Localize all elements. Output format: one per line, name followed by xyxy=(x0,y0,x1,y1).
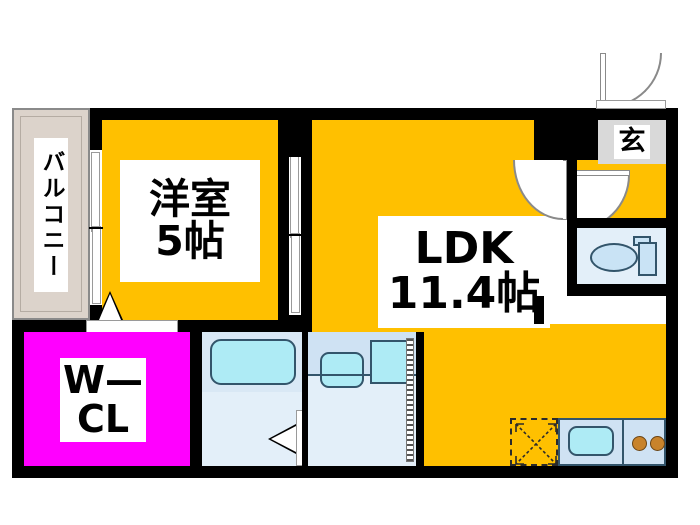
vanity-sink xyxy=(320,352,364,388)
wall-bottom xyxy=(12,466,678,478)
bath-door-marker xyxy=(271,426,296,452)
entrance-label: 玄 xyxy=(614,125,650,159)
wall-wcl-right xyxy=(190,332,202,466)
wall-left-lower xyxy=(12,320,24,478)
bedroom-sliding-door[interactable] xyxy=(288,155,302,315)
wcl-label-line2: CL xyxy=(76,397,130,441)
burner-right-icon xyxy=(650,436,665,451)
bedroom-label-line1: 洋室 xyxy=(149,175,231,224)
ldk-label-line1: LDK xyxy=(414,223,514,275)
bedroom-label-line2: 5帖 xyxy=(155,217,225,265)
wall-entrance-left xyxy=(534,108,598,160)
bedroom-label: 洋室 5帖 xyxy=(120,160,260,282)
entrance-label-text: 玄 xyxy=(618,126,646,158)
wall-toilet-top xyxy=(567,218,666,228)
wall-hall-ldk-vertical xyxy=(567,160,577,220)
wall-top xyxy=(90,108,678,120)
wall-toilet-bottom xyxy=(567,284,666,296)
wcl-label-line1: W— xyxy=(63,358,143,403)
wall-right xyxy=(666,108,678,478)
vanity-counter-line xyxy=(308,374,416,376)
burner-left-icon xyxy=(632,436,647,451)
wall-toilet-left xyxy=(567,228,577,284)
gas-stove xyxy=(622,418,666,466)
balcony-sliding-door[interactable] xyxy=(89,150,103,305)
toilet-tank xyxy=(638,242,657,276)
washing-machine-space xyxy=(370,340,412,384)
wall-washroom-right xyxy=(416,332,424,466)
entrance-threshold xyxy=(596,100,666,109)
ldk-label-line2: 11.4帖 xyxy=(387,268,541,319)
hall-door-leaf[interactable] xyxy=(574,170,630,176)
balcony-label: バルコニー xyxy=(34,138,68,292)
washroom-door[interactable] xyxy=(406,338,414,462)
wcl-label: W— CL xyxy=(60,358,146,442)
wall-bath-wash xyxy=(302,332,308,466)
area-entrance: 玄 xyxy=(598,120,666,164)
refrigerator-space xyxy=(510,418,558,466)
bathtub xyxy=(210,339,296,385)
bedroom-door-marker xyxy=(99,294,121,320)
wall-corner-ldk-kitchen xyxy=(534,296,544,324)
ldk-label: LDK 11.4帖 xyxy=(378,216,550,328)
balcony-inner-line xyxy=(20,116,82,312)
toilet-bowl xyxy=(590,243,638,272)
kitchen-sink xyxy=(568,426,614,456)
